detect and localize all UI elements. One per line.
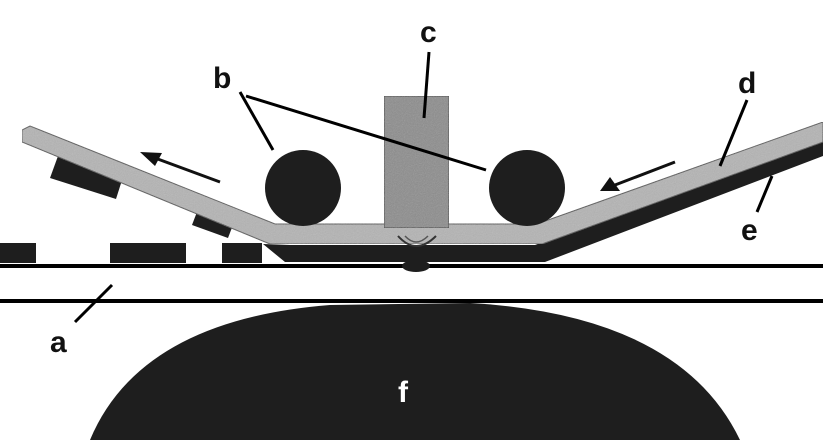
block-left-2	[110, 243, 186, 263]
leader-a	[73, 283, 114, 324]
film-d	[21, 121, 823, 245]
contact-mark-2	[404, 235, 429, 243]
leader-d	[718, 99, 749, 167]
arrow-left	[140, 152, 221, 184]
pad-left-1	[50, 156, 123, 199]
leader-b-right	[245, 94, 487, 172]
label-e: e	[741, 214, 758, 247]
contact-mark	[397, 235, 437, 247]
block-left-1	[0, 243, 36, 263]
dome-f	[90, 303, 740, 440]
leader-c	[422, 51, 431, 119]
label-a: a	[50, 326, 67, 359]
substrate-a	[0, 266, 823, 302]
arrow-right	[600, 160, 676, 191]
block-c	[383, 95, 450, 229]
label-c: c	[420, 16, 437, 49]
label-b: b	[213, 62, 231, 95]
roller-right	[489, 150, 565, 226]
label-d: d	[738, 67, 756, 100]
contact-point	[402, 260, 430, 272]
leader-e	[755, 175, 774, 213]
roller-left	[265, 150, 341, 226]
block-left-3	[222, 243, 262, 263]
label-f: f	[398, 376, 409, 409]
leader-b-left	[238, 91, 275, 151]
underlayer	[263, 138, 823, 262]
